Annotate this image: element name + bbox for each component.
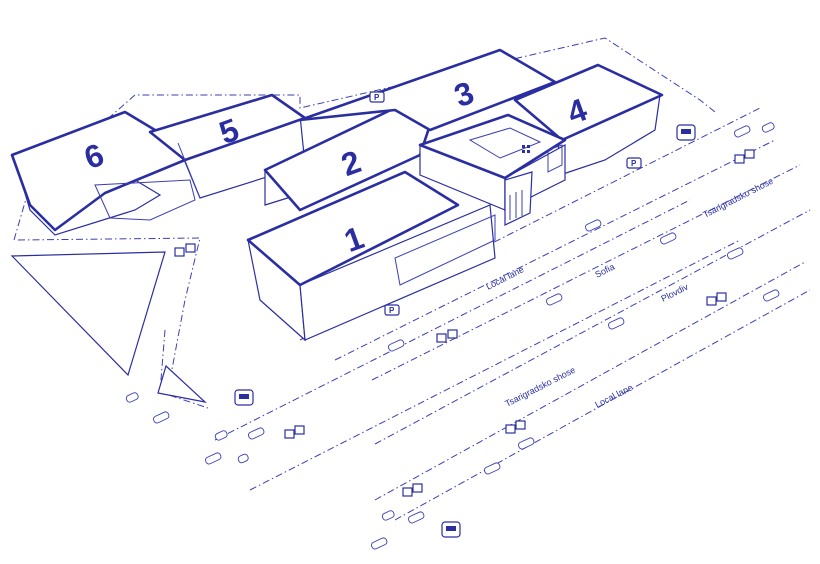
street-label-local-lane-upper: Local lane — [484, 264, 525, 292]
crossing-icon — [174, 243, 196, 257]
crossing-icon — [436, 329, 458, 343]
parking-icon: P — [626, 157, 642, 169]
parking-icon: P — [384, 304, 400, 316]
bus-icon — [234, 389, 254, 406]
road-lanes — [214, 107, 811, 521]
car-icon — [153, 411, 170, 424]
car-icon — [214, 430, 228, 441]
building-3 — [298, 48, 557, 132]
car-icon — [727, 247, 744, 260]
car-icon — [660, 232, 677, 245]
bus-icons — [234, 124, 696, 538]
crossing-icon — [734, 149, 755, 164]
svg-text:P: P — [631, 159, 637, 168]
svg-text:P: P — [374, 93, 380, 102]
car-icon — [484, 462, 501, 475]
street-label-tsarigradsko-upper: Tsarigradsko shose — [701, 176, 775, 220]
crossing-signs — [174, 149, 755, 497]
car-icon — [381, 510, 395, 521]
car-icon — [248, 427, 265, 440]
street-label-plovdiv: Plovdiv — [659, 281, 690, 303]
car-icon — [205, 452, 222, 465]
crossing-icon — [706, 292, 727, 306]
street-label-tsarigradsko-lower: Tsarigradsko shose — [503, 365, 577, 409]
street-label-sofia: Sofia — [593, 262, 616, 280]
central-block — [418, 113, 567, 226]
car-icon — [608, 317, 625, 330]
car-icon — [585, 219, 602, 232]
street-label-local-lane-lower: Local lane — [593, 382, 634, 410]
building-4 — [513, 63, 664, 176]
building-2 — [263, 106, 432, 212]
svg-text:P: P — [389, 306, 395, 315]
car-icon — [518, 437, 535, 450]
car-icon — [761, 122, 775, 133]
car-icon — [763, 289, 780, 302]
car-icon — [388, 339, 405, 352]
crossing-icon — [402, 483, 423, 497]
bus-icon — [441, 521, 461, 538]
cars — [125, 122, 780, 550]
parking-icons: P P P — [369, 91, 642, 316]
window-grid-icon — [522, 145, 530, 153]
building-6 — [10, 110, 196, 236]
car-icon — [125, 392, 139, 403]
building-1 — [246, 170, 496, 342]
bus-icon — [676, 124, 696, 141]
crossing-icon — [284, 425, 305, 439]
car-icon — [237, 453, 249, 464]
car-icon — [371, 537, 388, 550]
crossing-icon — [505, 420, 526, 434]
car-icon — [546, 293, 563, 306]
car-icon — [408, 511, 425, 524]
parking-icon: P — [369, 91, 385, 103]
left-plot — [10, 251, 207, 403]
car-icon — [734, 125, 751, 138]
